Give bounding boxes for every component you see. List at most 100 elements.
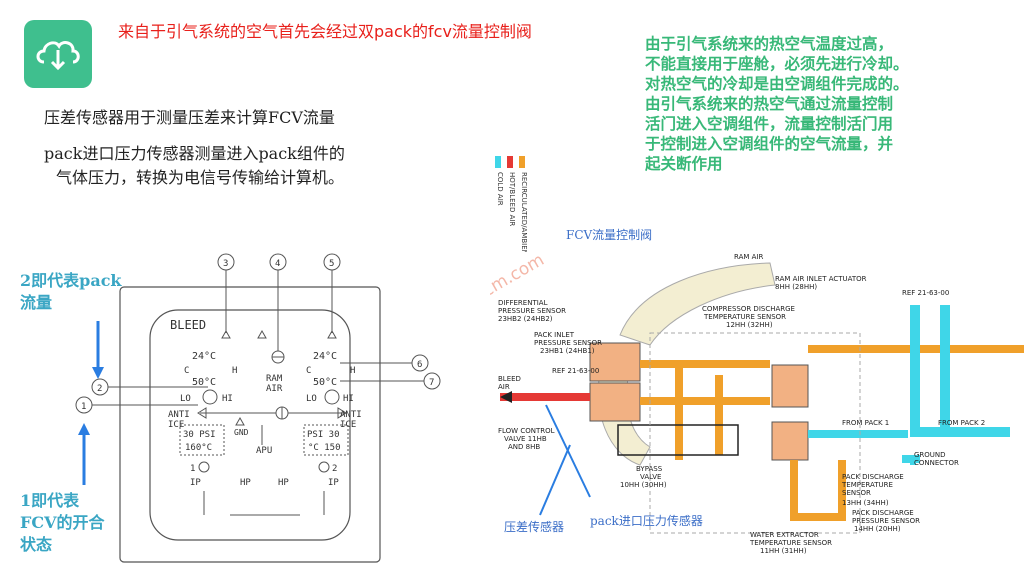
legend-swatch-recirc <box>519 156 525 168</box>
green-line: 由引气系统来的热空气通过流量控制 <box>645 95 894 113</box>
bleed-air-2: AIR <box>498 383 510 391</box>
note-line: 气体压力，转换为电信号传输给计算机。 <box>56 168 345 187</box>
pack-system-diagram: www.aero.cm.com RAM AIR RAM AIR INLET AC… <box>490 250 1024 555</box>
legend: COLD AIR HOT/BLEED AIR RECIRCULATED/AMBI… <box>495 156 528 252</box>
apu-label: APU <box>256 446 272 456</box>
engine-1-label: 1 <box>190 464 195 474</box>
bypass-valve-code: 10HH (30HH) <box>620 481 667 489</box>
lo-label: LO <box>180 394 191 404</box>
ram-air-label2: AIR <box>266 384 283 394</box>
callout-7: 7 <box>429 378 434 388</box>
temp-right-label: °C 150 <box>308 443 341 453</box>
green-line: 活门进入空调组件，流量控制活门用 <box>645 115 894 133</box>
lo-label-right: LO <box>306 394 317 404</box>
pack-discharge-temp-2: TEMPERATURE <box>841 481 893 489</box>
callout-3: 3 <box>223 259 228 269</box>
hp-left: HP <box>240 478 251 488</box>
panel-title: BLEED <box>170 318 206 332</box>
green-line: 不能直接用于座舱，必须先进行冷却。 <box>645 55 909 73</box>
pack-inlet-sensor-label: pack进口压力传感器 <box>590 514 703 528</box>
legend-swatch-hot <box>507 156 513 168</box>
green-line: 对热空气的冷却是由空调组件完成的。 <box>645 75 909 93</box>
callout-1: 1 <box>81 402 86 412</box>
hp-right: HP <box>278 478 289 488</box>
label-1-annotation: 1即代表 FCV的开合 状态 <box>20 490 105 556</box>
ip-right: IP <box>328 478 339 488</box>
pack-discharge-press-code: 14HH (20HH) <box>854 525 901 533</box>
legend-recirc: RECIRCULATED/AMBIENT AIR <box>520 172 528 252</box>
diff-sensor-label: 压差传感器 <box>504 520 565 534</box>
page-title: 来自于引气系统的空气首先会经过双pack的fcv流量控制阀 <box>118 22 532 41</box>
anti-ice-right: ANTI <box>340 410 362 420</box>
anti-ice-left2: ICE <box>168 420 184 430</box>
ram-air-label: RAM AIR <box>734 253 763 261</box>
legend-cold: COLD AIR <box>496 172 504 206</box>
gnd-label: GND <box>234 428 249 437</box>
callout-4: 4 <box>275 259 280 269</box>
temp-left-top: 24°C <box>192 351 216 362</box>
from-pack-2: FROM PACK 2 <box>938 419 985 427</box>
compressor-discharge-code: 12HH (32HH) <box>726 321 773 329</box>
flow-control: FLOW CONTROL <box>498 427 555 435</box>
psi-right: PSI 30 <box>307 430 340 440</box>
compressor-discharge-2: TEMPERATURE SENSOR <box>703 313 786 321</box>
pack-discharge-temp-3: SENSOR <box>842 489 871 497</box>
temp-left-label: 160°C <box>185 443 212 453</box>
bypass-valve: BYPASS <box>636 465 663 473</box>
pack-inlet: PACK INLET <box>534 331 575 339</box>
c-right: C <box>306 366 311 376</box>
ref-label: REF 21-63-00 <box>902 289 949 297</box>
pressure-diff-note: 压差传感器用于测量压差来计算FCV流量 <box>44 108 335 127</box>
temp-right-bot: 50°C <box>313 377 337 388</box>
callout-2: 2 <box>97 384 102 394</box>
diff-pressure: DIFFERENTIAL <box>498 299 548 307</box>
label-2-annotation: 2即代表pack 流量 <box>20 270 122 314</box>
cloud-download-button[interactable] <box>24 20 92 88</box>
flow-control-3: AND 8HB <box>508 443 540 451</box>
from-pack-1: FROM PACK 1 <box>842 419 889 427</box>
callout-5: 5 <box>329 259 334 269</box>
legend-hot: HOT/BLEED AIR <box>508 172 516 226</box>
ram-inlet-actuator: RAM AIR INLET ACTUATOR <box>775 275 867 283</box>
label-line: 1即代表 <box>20 491 80 510</box>
pack-inlet-code: 23HB1 (24HB1) <box>540 347 595 355</box>
ref-label-2: REF 21-63-00 <box>552 367 599 375</box>
ram-air-label: RAM <box>266 374 283 384</box>
cloud-download-icon <box>36 41 80 71</box>
label-line: 2即代表pack <box>20 271 122 290</box>
pack-discharge-press-2: PRESSURE SENSOR <box>852 517 920 525</box>
temp-left-bot: 50°C <box>192 377 216 388</box>
green-line: 由于引气系统来的热空气温度过高， <box>645 35 894 53</box>
pack-discharge-temp-code: 13HH (34HH) <box>842 499 889 507</box>
note-line: pack进口压力传感器测量进入pack组件的 <box>44 144 345 163</box>
c-left: C <box>184 366 189 376</box>
green-line: 于控制进入空调组件的空气流量，并 <box>645 135 894 153</box>
label-line: 状态 <box>20 535 53 554</box>
psi-left: 30 PSI <box>183 430 216 440</box>
diff-pressure-2: PRESSURE SENSOR <box>498 307 566 315</box>
flow-control-2: VALVE 11HB <box>504 435 547 443</box>
pack-inlet-2: PRESSURE SENSOR <box>534 339 602 347</box>
hi-label: HI <box>222 394 233 404</box>
hi-label-right: HI <box>343 394 354 404</box>
h-right: H <box>350 366 355 376</box>
temp-right-top: 24°C <box>313 351 337 362</box>
fcv-valve-label: FCV流量控制阀 <box>566 228 653 242</box>
ram-inlet-actuator-code: 8HH (28HH) <box>775 283 817 291</box>
water-extractor: WATER EXTRACTOR <box>750 531 819 539</box>
green-explanation: 由于引气系统来的热空气温度过高， 不能直接用于座舱，必须先进行冷却。 对热空气的… <box>645 34 985 174</box>
water-extractor-code: 11HH (31HH) <box>760 547 807 555</box>
water-extractor-2: TEMPERATURE SENSOR <box>749 539 832 547</box>
bypass-valve-2: VALVE <box>640 473 661 481</box>
pack-discharge-press: PACK DISCHARGE <box>852 509 914 517</box>
h-left: H <box>232 366 237 376</box>
bleed-panel-diagram: BLEED 3 4 5 6 7 2 1 24°C C H 50°C LO HI … <box>75 253 441 563</box>
engine-2-label: 2 <box>332 464 337 474</box>
ground-connector: GROUND <box>914 451 946 459</box>
diff-pressure-code: 23HB2 (24HB2) <box>498 315 553 323</box>
compressor-discharge: COMPRESSOR DISCHARGE <box>702 305 795 313</box>
pack-inlet-note: pack进口压力传感器测量进入pack组件的 气体压力，转换为电信号传输给计算机… <box>44 142 345 190</box>
ip-left: IP <box>190 478 201 488</box>
green-line: 起关断作用 <box>645 155 723 173</box>
label-line: FCV的开合 <box>20 513 105 532</box>
